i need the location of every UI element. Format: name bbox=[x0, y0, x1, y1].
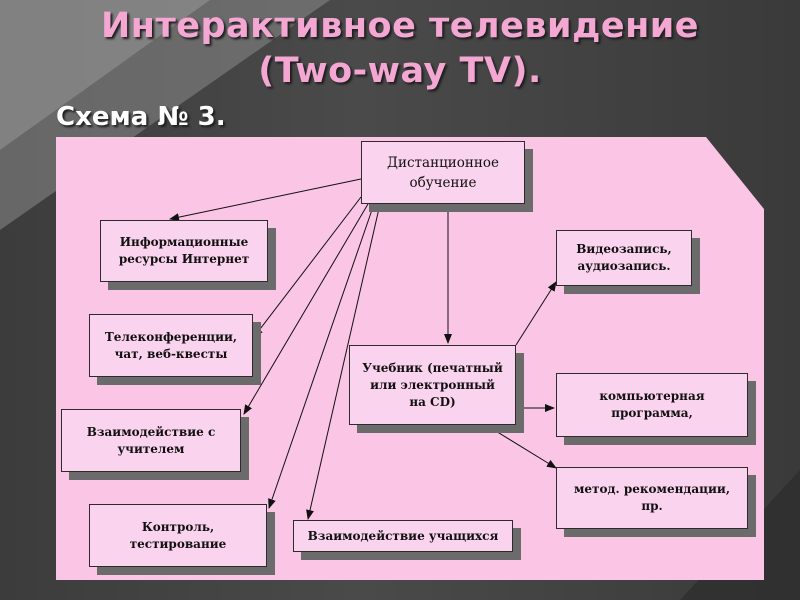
node-teleconference: Телеконференции, чат, веб-квесты bbox=[89, 314, 253, 377]
node-teacher-interaction: Взаимодействие с учителем bbox=[61, 409, 241, 472]
scheme-number: Схема № 3. bbox=[56, 102, 226, 132]
node-textbook: Учебник (печатный или электронный на CD) bbox=[349, 345, 516, 425]
slide-title-line1: Интерактивное телевидение bbox=[100, 6, 700, 46]
slide-title-line2: (Two-way TV). bbox=[258, 51, 542, 91]
node-teacher-line2: учителем bbox=[117, 441, 185, 456]
node-distance-line2: обучение bbox=[409, 174, 477, 191]
node-methodical-recommendations: метод. рекомендации, пр. bbox=[556, 467, 748, 529]
node-teacher-line1: Взаимодействие с bbox=[86, 424, 216, 439]
node-testing: Контроль, тестирование bbox=[89, 504, 267, 567]
node-control-line2: тестирование bbox=[129, 536, 227, 551]
node-internet-resources: Информационные ресурсы Интернет bbox=[100, 220, 268, 282]
node-textbook-line1: Учебник (печатный bbox=[362, 360, 503, 375]
node-info-line2: ресурсы Интернет bbox=[118, 252, 250, 266]
diagram-panel: Дистанционное обучение Информационные ре… bbox=[56, 137, 764, 580]
node-info-line1: Информационные bbox=[119, 235, 249, 249]
node-students-line1: Взаимодействие учащихся bbox=[307, 528, 499, 543]
node-computer-program: компьютерная программа, bbox=[556, 373, 748, 437]
node-textbook-line2: или электронный bbox=[370, 377, 495, 392]
node-program-line1: компьютерная bbox=[599, 389, 705, 403]
node-distance-line1: Дистанционное bbox=[387, 154, 499, 171]
node-video-line2: аудиозапись. bbox=[577, 259, 671, 273]
node-method-line2: пр. bbox=[641, 499, 663, 513]
node-method-line1: метод. рекомендации, bbox=[573, 482, 730, 496]
node-student-interaction: Взаимодействие учащихся bbox=[293, 520, 513, 552]
node-video-audio: Видеозапись, аудиозапись. bbox=[556, 230, 692, 286]
node-telecon-line1: Телеконференции, bbox=[104, 329, 238, 344]
node-program-line2: программа, bbox=[611, 406, 693, 420]
node-textbook-line3: на CD) bbox=[409, 394, 456, 409]
node-video-line1: Видеозапись, bbox=[576, 242, 672, 256]
node-control-line1: Контроль, bbox=[141, 519, 215, 534]
node-telecon-line2: чат, веб-квесты bbox=[114, 346, 228, 361]
slide-title: Интерактивное телевидение (Two-way TV). bbox=[0, 4, 800, 94]
node-distance-learning: Дистанционное обучение bbox=[361, 141, 525, 204]
